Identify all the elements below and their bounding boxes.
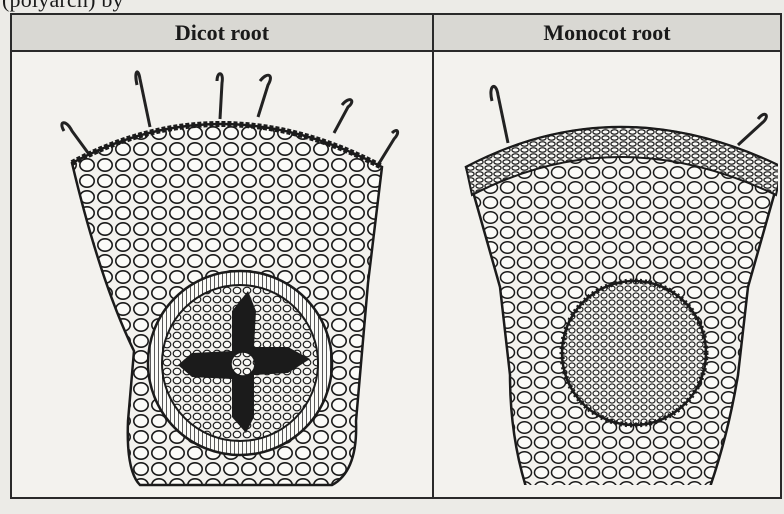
monocot-root-illustration — [448, 75, 778, 485]
table-header-row: Dicot root Monocot root — [12, 15, 780, 52]
comparison-table: Dicot root Monocot root — [10, 13, 782, 499]
dicot-root-illustration — [42, 61, 412, 491]
monocot-root-drawing — [448, 75, 778, 485]
header-monocot-root: Monocot root — [434, 15, 780, 50]
header-dicot-root: Dicot root — [12, 15, 432, 50]
cut-off-caption: (polyarch) by — [2, 0, 124, 13]
column-divider — [432, 15, 434, 497]
dicot-root-drawing — [42, 61, 412, 491]
